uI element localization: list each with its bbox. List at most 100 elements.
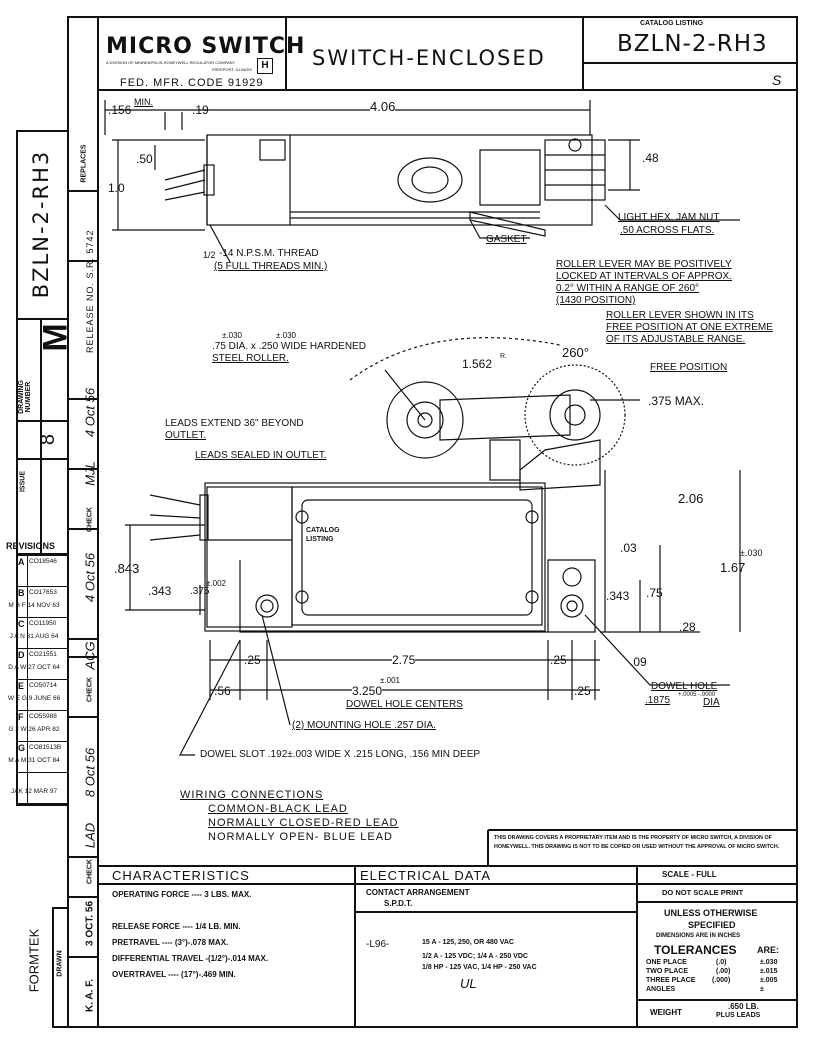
dim-min: MIN. (134, 97, 153, 107)
contact-arrangement-label: CONTACT ARRANGEMENT (366, 888, 470, 897)
three-place-fmt: (.000) (712, 977, 731, 984)
two-place: TWO PLACE (646, 968, 688, 975)
roller-lever-note-2: LOCKED AT INTERVALS OF APPROX. (556, 271, 732, 282)
rating-3: 1/8 HP - 125 VAC, 1/4 HP - 250 VAC (422, 964, 537, 971)
dim-843: .843 (114, 561, 140, 576)
dim-375: .375 (190, 586, 210, 597)
scale-label: SCALE - FULL (662, 870, 717, 879)
one-place-fmt: (.0) (716, 959, 727, 966)
revision-letter: G (18, 743, 26, 753)
catalog-label: CATALOG LISTING (640, 20, 704, 27)
dim-25-a: .25 (244, 653, 261, 667)
angle-260: 260° (562, 345, 589, 360)
dowel-hole-dia-suffix: DIA (703, 697, 720, 708)
revision-note: M A M 31 OCT 84 (8, 757, 60, 764)
dim-10: 1.0 (108, 181, 125, 195)
revision-row-divider (16, 617, 68, 618)
revision-note: D A W 27 OCT 64 (8, 664, 60, 671)
dim-275: 2.75 (392, 653, 416, 667)
company-subtitle: A DIVISION OF MINNEAPOLIS-HONEYWELL REGU… (106, 60, 236, 65)
revision-note: JAK 12 MAR 97 (10, 788, 58, 795)
rating-2: 1/2 A - 125 VDC; 1/4 A - 250 VDC (422, 953, 528, 960)
revision-note: G J W 26 APR 82 (8, 726, 60, 733)
unless-1: UNLESS OTHERWISE (664, 908, 758, 918)
revision-ref: CO18546 (29, 558, 57, 565)
leads-extend-1: LEADS EXTEND 36" BEYOND (165, 418, 304, 429)
operating-force: OPERATING FORCE ---- 3 LBS. MAX. (112, 890, 252, 899)
dowel-centers-label: DOWEL HOLE CENTERS (346, 699, 463, 710)
weight-note: PLUS LEADS (716, 1012, 761, 1019)
revision-letter: C (18, 619, 25, 629)
gasket-label: GASKET (486, 234, 527, 245)
dim-206: 2.06 (678, 491, 704, 506)
release-force: RELEASE FORCE ---- 1/4 LB. MIN. (112, 922, 241, 931)
tol-002: ±.002 (206, 579, 226, 588)
dim-375-max: .375 MAX. (648, 394, 705, 408)
wiring-no: NORMALLY OPEN- BLUE LEAD (208, 831, 393, 843)
roller-shown-note-1: ROLLER LEVER SHOWN IN ITS (606, 310, 754, 321)
roller-tol-1: ±.030 (222, 331, 242, 340)
revision-row-divider (16, 803, 68, 804)
dim-406: 4.06 (370, 99, 396, 114)
drawing-border (97, 16, 798, 1028)
revision-row-divider (16, 772, 68, 773)
dowel-hole-tol: +.0005 -.0000 (678, 692, 716, 698)
side-strip-dividers (67, 16, 99, 1028)
revision-letter: E (18, 681, 25, 691)
characteristics-header: CHARACTERISTICS (112, 868, 250, 883)
roller-tol-2: ±.030 (276, 331, 296, 340)
dim-167: 1.67 (720, 560, 746, 575)
revision-note: W E G 9 JUNE 66 (7, 695, 61, 702)
dim-25-b: .25 (550, 653, 567, 667)
roller-front (386, 381, 464, 459)
rating-1: 15 A - 125, 250, OR 480 VAC (422, 939, 514, 946)
revision-row-divider (16, 648, 68, 649)
revision-mark: S (772, 72, 782, 88)
honeywell-logo-icon: H (257, 58, 273, 74)
revision-row-divider (16, 679, 68, 680)
dim-03: .03 (620, 541, 637, 555)
catalog-hline (582, 62, 798, 64)
dim-156: .156 (108, 103, 132, 117)
one-place: ONE PLACE (646, 959, 687, 966)
jam-nut-label-2: .50 ACROSS FLATS. (620, 225, 715, 236)
revisions-header: REVISIONS (6, 541, 56, 551)
radius-dim: 1.562 (462, 357, 493, 371)
tolerances-are: ARE: (757, 945, 779, 955)
thread-label-1: -14 N.P.S.M. THREAD (219, 248, 319, 259)
revisions-table (16, 554, 68, 806)
no-scale-label: DO NOT SCALE PRINT (662, 888, 744, 897)
revision-note: J A N 31 AUG 64 (9, 633, 59, 640)
company-city: FREEPORT, ILLINOIS (212, 67, 252, 72)
revision-ref: CO21551 (29, 651, 57, 658)
model-code: -L96- (366, 939, 390, 950)
two-place-fmt: (.00) (716, 968, 731, 975)
revision-letter: B (18, 588, 25, 598)
revision-ref: CO81513B (29, 744, 62, 751)
three-place: THREE PLACE (646, 977, 696, 984)
leads-extend-2: OUTLET. (165, 430, 207, 441)
catalog-cell-divider (582, 16, 584, 91)
two-place-val: ±.015 (760, 968, 778, 975)
three-place-val: ±.005 (760, 977, 778, 984)
revision-row-divider (16, 741, 68, 742)
dims-inches: DIMENSIONS ARE IN INCHES (656, 933, 741, 939)
dim-3250: 3.250 (352, 684, 383, 698)
dowel-hole-label: DOWEL HOLE (651, 681, 718, 692)
weight-label: WEIGHT (650, 1008, 682, 1017)
thread-fraction: 1/2 (203, 250, 216, 260)
revision-row-divider (16, 710, 68, 711)
proprietary-note: THIS DRAWING COVERS A PROPRIETARY ITEM A… (494, 835, 780, 850)
plate-label-2: LISTING (306, 536, 334, 543)
revision-ref: CO55988 (29, 713, 57, 720)
mounting-hole-label: (2) MOUNTING HOLE .257 DIA. (292, 720, 436, 731)
weight-value: .650 LB. (728, 1002, 759, 1011)
electrical-header: ELECTRICAL DATA (360, 868, 492, 883)
dim-343-b: .343 (606, 589, 630, 603)
catalog-plate (301, 499, 533, 616)
radius-r: R. (500, 353, 507, 360)
wiring-title: WIRING CONNECTIONS (180, 789, 324, 801)
logo-cell-divider (285, 16, 287, 91)
roller-dim-2: STEEL ROLLER. (212, 353, 289, 364)
